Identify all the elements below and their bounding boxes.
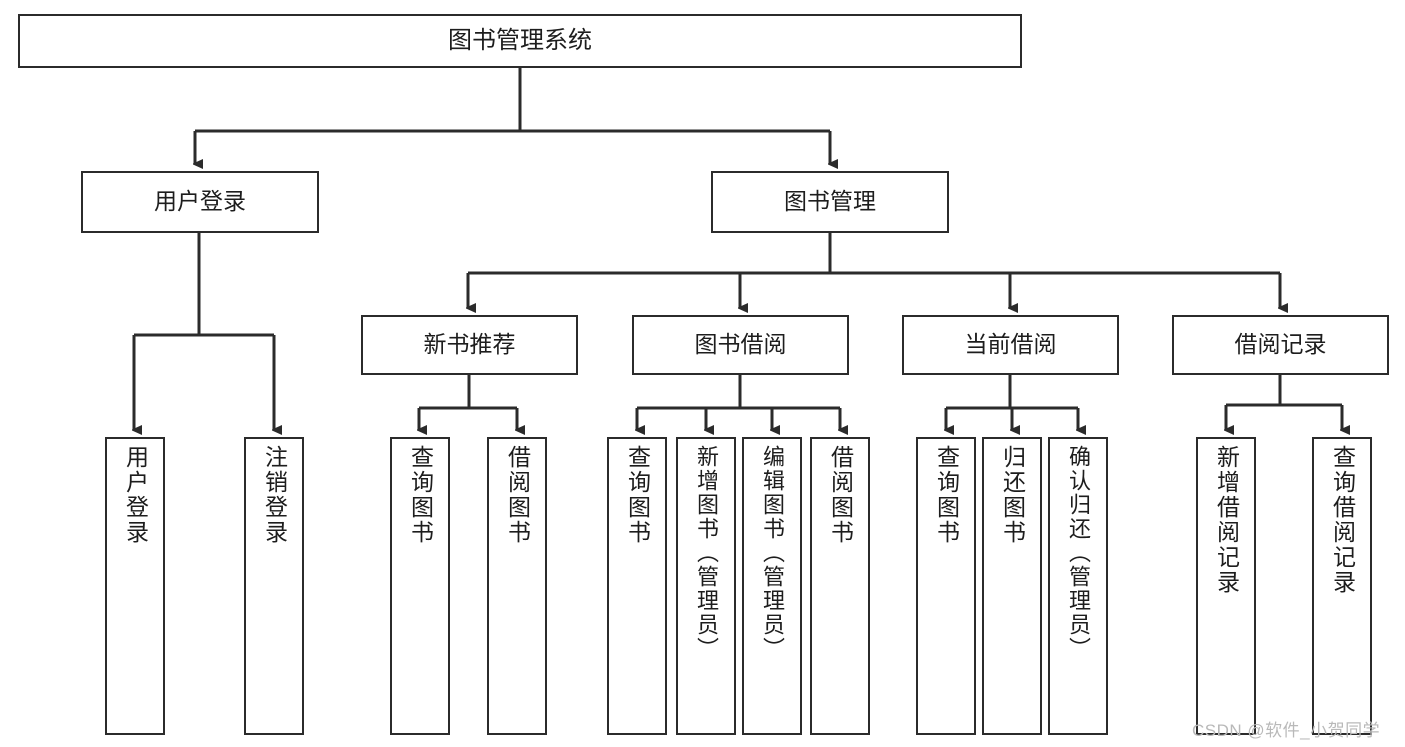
node-new-book-rec[interactable]: 新书推荐 [361, 315, 578, 375]
node-leaf-borrow-book-1-label: 借阅图书 [504, 445, 531, 545]
node-leaf-user-login-label: 用户登录 [122, 445, 149, 545]
node-leaf-query-book-3[interactable]: 查询图书 [916, 437, 976, 735]
node-leaf-add-book[interactable]: 新增图书（管理员） [676, 437, 736, 735]
node-leaf-query-book-3-label: 查询图书 [933, 445, 960, 545]
node-leaf-return-book-label: 归还图书 [999, 445, 1026, 545]
node-book-borrow[interactable]: 图书借阅 [632, 315, 849, 375]
node-leaf-edit-book-label: 编辑图书（管理员） [760, 445, 785, 661]
node-book-manage-label: 图书管理 [784, 188, 876, 215]
node-root-label: 图书管理系统 [448, 26, 592, 54]
node-new-book-rec-label: 新书推荐 [423, 331, 516, 358]
node-leaf-user-login[interactable]: 用户登录 [105, 437, 165, 735]
node-leaf-query-book-1-label: 查询图书 [407, 445, 434, 545]
csdn-watermark: CSDN @软件_小贺同学 [1192, 721, 1381, 740]
node-leaf-user-logout[interactable]: 注销登录 [244, 437, 304, 735]
node-leaf-add-book-label: 新增图书（管理员） [694, 445, 719, 661]
node-current-borrow[interactable]: 当前借阅 [902, 315, 1119, 375]
node-leaf-return-book[interactable]: 归还图书 [982, 437, 1042, 735]
node-book-manage[interactable]: 图书管理 [711, 171, 949, 233]
node-leaf-borrow-book-1[interactable]: 借阅图书 [487, 437, 547, 735]
node-leaf-query-record[interactable]: 查询借阅记录 [1312, 437, 1372, 735]
node-leaf-borrow-book-2-label: 借阅图书 [827, 445, 854, 545]
node-leaf-query-book-1[interactable]: 查询图书 [390, 437, 450, 735]
node-leaf-add-record[interactable]: 新增借阅记录 [1196, 437, 1256, 735]
node-leaf-confirm-return[interactable]: 确认归还（管理员） [1048, 437, 1108, 735]
node-user-login-label: 用户登录 [154, 188, 246, 215]
node-leaf-confirm-return-label: 确认归还（管理员） [1066, 445, 1091, 661]
node-current-borrow-label: 当前借阅 [964, 331, 1057, 358]
node-root[interactable]: 图书管理系统 [18, 14, 1022, 68]
node-user-login[interactable]: 用户登录 [81, 171, 319, 233]
node-leaf-user-logout-label: 注销登录 [261, 445, 288, 545]
node-borrow-record[interactable]: 借阅记录 [1172, 315, 1389, 375]
node-leaf-add-record-label: 新增借阅记录 [1213, 445, 1240, 595]
node-leaf-query-book-2[interactable]: 查询图书 [607, 437, 667, 735]
node-leaf-borrow-book-2[interactable]: 借阅图书 [810, 437, 870, 735]
node-borrow-record-label: 借阅记录 [1234, 331, 1327, 358]
node-book-borrow-label: 图书借阅 [694, 331, 787, 358]
node-leaf-edit-book[interactable]: 编辑图书（管理员） [742, 437, 802, 735]
node-leaf-query-record-label: 查询借阅记录 [1329, 445, 1356, 595]
node-leaf-query-book-2-label: 查询图书 [624, 445, 651, 545]
